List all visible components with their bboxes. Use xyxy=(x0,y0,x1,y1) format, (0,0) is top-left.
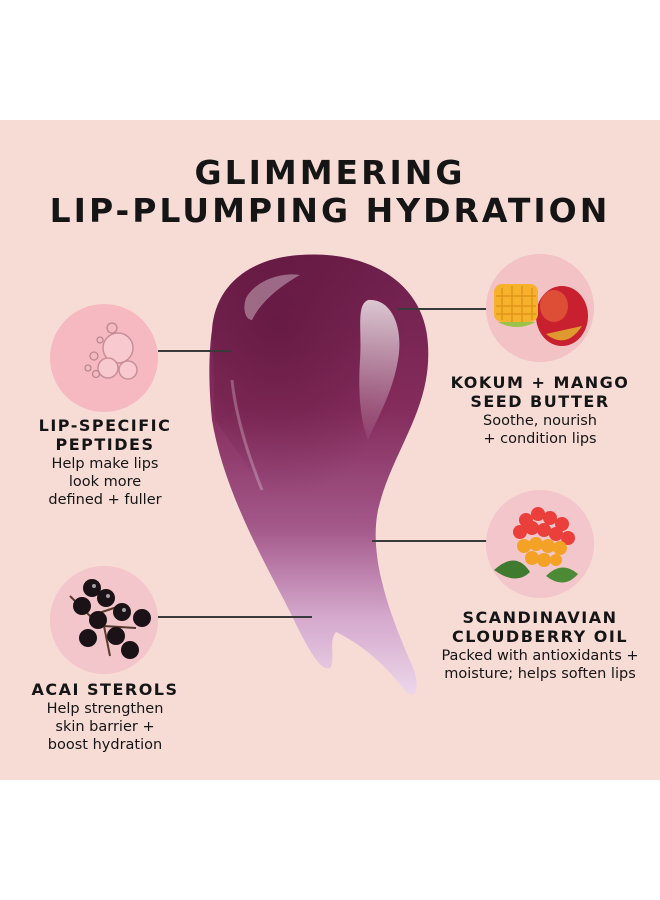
title-line-2: LIP-PLUMPING HYDRATION xyxy=(49,191,611,230)
mango-description: Soothe, nourish + condition lips xyxy=(483,413,597,447)
mango-connector-line xyxy=(398,308,492,310)
cloudberry-label: SCANDINAVIAN CLOUDBERRY OIL Packed with … xyxy=(420,608,660,683)
cloudberry-description: Packed with antioxidants + moisture; hel… xyxy=(441,648,639,682)
peptides-label: LIP-SPECIFIC PEPTIDES Help make lips loo… xyxy=(10,416,200,509)
product-panel: GLIMMERING LIP-PLUMPING HYDRATION xyxy=(0,120,660,780)
mango-icon xyxy=(486,254,594,362)
mango-label: KOKUM + MANGO SEED BUTTER Soothe, nouris… xyxy=(440,373,640,448)
peptides-title: LIP-SPECIFIC PEPTIDES xyxy=(38,416,172,454)
acai-description: Help strengthen skin barrier + boost hyd… xyxy=(46,701,164,753)
peptide-bubbles-icon xyxy=(50,304,158,412)
mango-title: KOKUM + MANGO SEED BUTTER xyxy=(450,373,630,411)
cloudberry-icon xyxy=(486,490,594,598)
acai-connector-line xyxy=(158,616,312,618)
lip-gloss-swatch xyxy=(209,254,429,695)
acai-title: ACAI STEROLS xyxy=(31,680,179,699)
acai-label: ACAI STEROLS Help strengthen skin barrie… xyxy=(0,680,210,754)
peptides-connector-line xyxy=(158,350,232,352)
title-line-1: GLIMMERING xyxy=(194,153,466,192)
peptides-description: Help make lips look more defined + fulle… xyxy=(48,456,162,508)
cloudberry-title: SCANDINAVIAN CLOUDBERRY OIL xyxy=(451,608,629,646)
cloudberry-connector-line xyxy=(372,540,490,542)
acai-berries-icon xyxy=(50,566,158,674)
